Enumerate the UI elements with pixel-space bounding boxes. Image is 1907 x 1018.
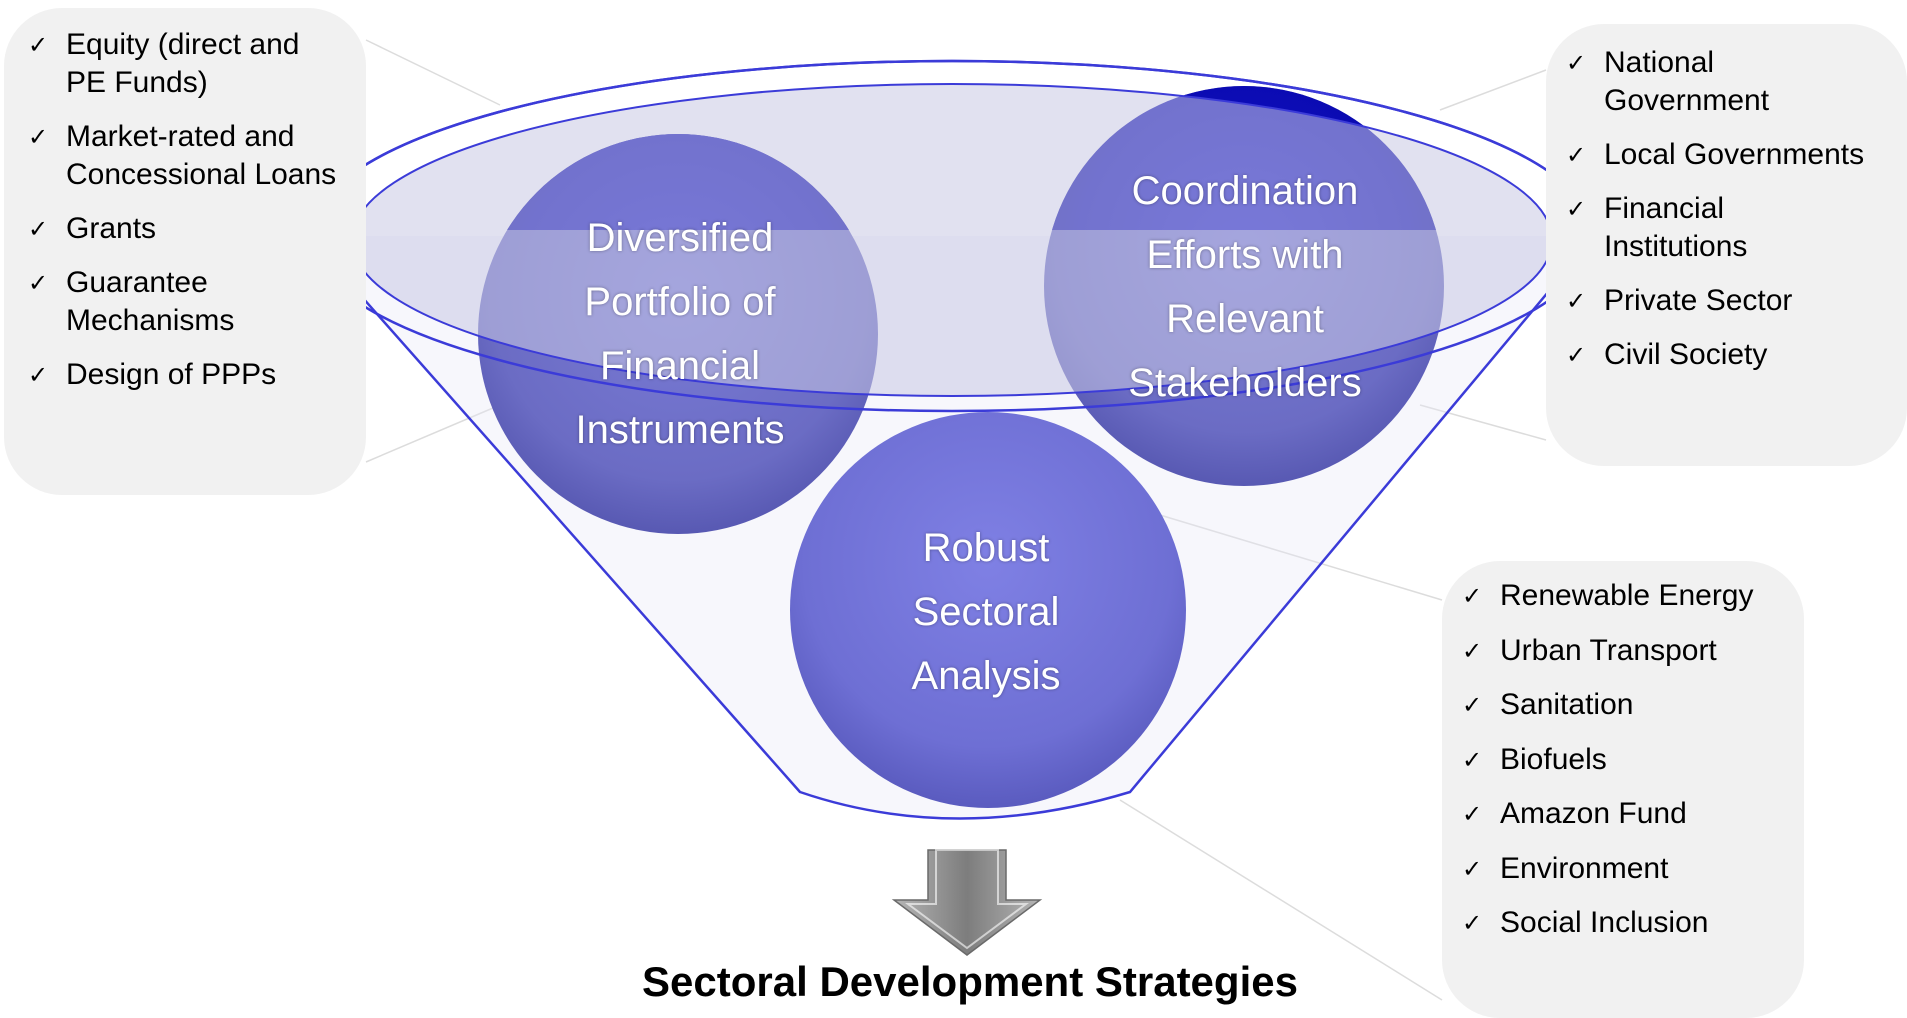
list-item-label: Local Governments [1604,138,1865,171]
analysis-label: Robust Sectoral Analysis [911,526,1061,698]
check-icon: ✓ [28,215,49,243]
list-item: ✓ Guarantee Mechanisms [28,264,366,340]
list-item: ✓ Equity (direct and PE Funds) [28,26,366,102]
analysis-circle [790,412,1186,808]
list-item: ✓ Urban Transport [1462,632,1804,670]
check-icon: ✓ [1566,49,1587,77]
list-item-label: Sanitation [1500,688,1634,721]
list-item: ✓ Social Inclusion [1462,904,1804,942]
list-item-label: Renewable Energy [1500,579,1754,612]
list-item-label: Design of PPPs [66,358,277,391]
list-item-label: Grants [66,212,157,245]
check-icon: ✓ [28,361,49,389]
coordination-label: Coordination Efforts with Relevant Stake… [1128,169,1362,405]
list-item-label: Civil Society [1604,338,1768,371]
list-item: ✓ Environment [1462,850,1804,888]
list-item-label: Urban Transport [1500,633,1717,667]
check-icon: ✓ [1462,800,1483,828]
check-icon: ✓ [28,269,49,297]
list-item: ✓ Amazon Fund [1462,795,1804,833]
check-icon: ✓ [1462,582,1483,610]
list-item: ✓ Civil Society [1566,336,1907,374]
connector-lines [365,39,1547,1001]
output-title: Sectoral Development Strategies [642,958,1298,1005]
list-item-label: Guarantee Mechanisms [66,266,235,337]
down-arrow-icon [891,849,1043,956]
list-item: ✓ Design of PPPs [28,356,366,394]
sectors-panel: ✓ Renewable Energy ✓ Urban Transport ✓ Sani… [1442,561,1804,1018]
list-item-label: National Government [1604,46,1770,117]
portfolio-label: Diversified Portfolio of Financial Instr… [575,216,785,452]
list-item-label: Biofuels [1500,742,1607,776]
list-item: ✓ National Government [1566,44,1907,120]
check-icon: ✓ [1462,636,1483,665]
check-icon: ✓ [1462,691,1483,719]
check-icon: ✓ [28,123,49,151]
list-item: ✓ Private Sector [1566,282,1907,320]
list-item: ✓ Market-rated and Concessional Loans [28,118,366,194]
check-icon: ✓ [1462,909,1483,937]
check-icon: ✓ [1462,854,1483,883]
list-item-label: Amazon Fund [1500,797,1687,830]
check-icon: ✓ [1566,141,1587,169]
check-icon: ✓ [28,31,49,59]
sectors-list: ✓ Renewable Energy ✓ Urban Transport ✓ Sani… [1442,561,1804,942]
list-item: ✓ Financial Institutions [1566,190,1907,266]
list-item: ✓ Biofuels [1462,741,1804,779]
list-item-label: Equity (direct and PE Funds) [66,28,300,99]
list-item-label: Social Inclusion [1500,906,1709,939]
financial-instruments-list: ✓ Equity (direct and PE Funds) ✓ Market-ra… [4,8,366,394]
list-item: ✓ Sanitation [1462,686,1804,724]
stakeholders-panel: ✓National Government ✓Local Governments … [1546,24,1907,466]
list-item-label: Environment [1500,851,1669,885]
check-icon: ✓ [1566,341,1587,369]
list-item-label: Financial Institutions [1604,192,1748,263]
check-icon: ✓ [1566,195,1587,223]
list-item: ✓ Grants [28,210,366,248]
check-icon: ✓ [1566,287,1587,315]
list-item: ✓ Local Governments [1566,136,1907,174]
list-item-label: Private Sector [1604,284,1793,317]
check-icon: ✓ [1462,745,1483,774]
financial-instruments-panel: ✓ Equity (direct and PE Funds) ✓ Market-ra… [4,8,366,495]
list-item-label: Market-rated and Concessional Loans [66,120,337,191]
list-item: ✓ Renewable Energy [1462,577,1804,615]
stakeholders-list: ✓National Government ✓Local Governments … [1546,24,1907,374]
